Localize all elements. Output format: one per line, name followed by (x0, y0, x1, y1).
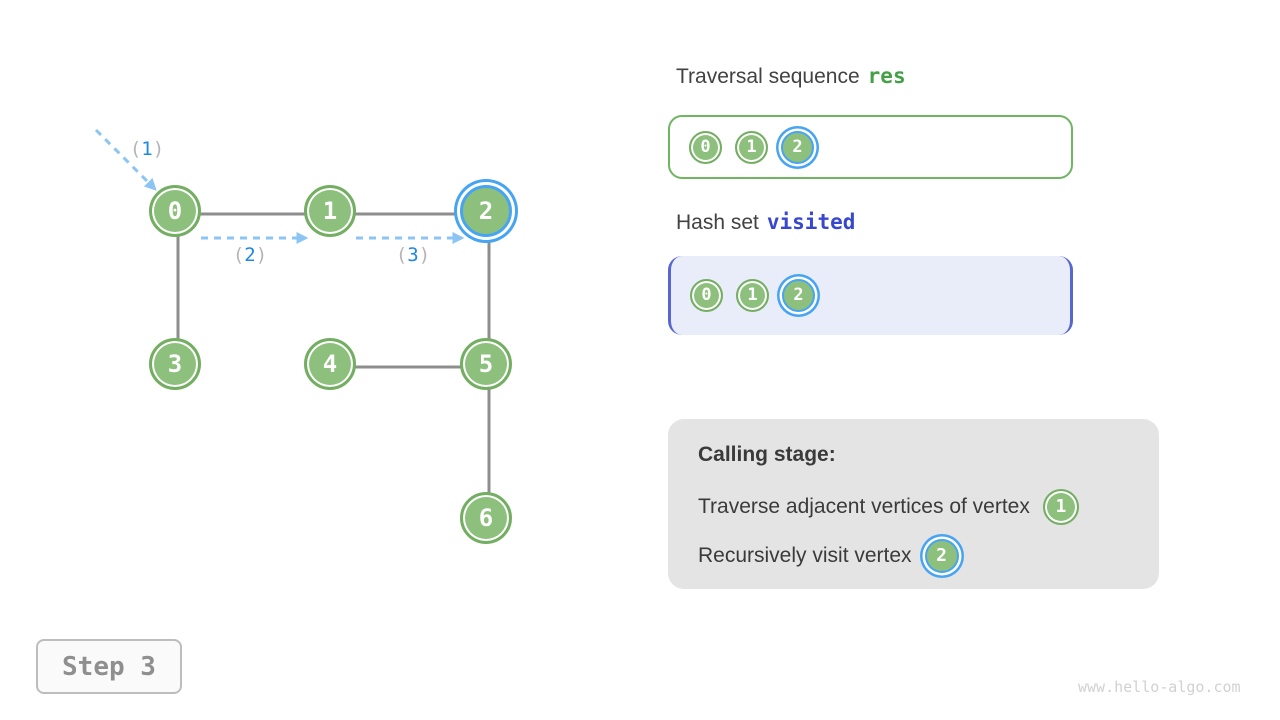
calling-stage-heading: Calling stage: (698, 443, 836, 466)
graph-node-6: 6 (460, 492, 512, 544)
res-item-1-label: 1 (746, 136, 757, 157)
graph-node-0-label: 0 (167, 197, 183, 225)
hash-set-title-text: Hash set (676, 211, 759, 234)
arrow-label-3: (3) (396, 244, 430, 266)
res-item-1: 1 (735, 130, 768, 164)
graph-node-4-label: 4 (322, 350, 338, 378)
arrow-label-1: (1) (130, 138, 164, 160)
graph-node-1-label: 1 (322, 197, 338, 225)
visited-item-1: 1 (736, 279, 769, 312)
graph-node-3-label: 3 (167, 350, 183, 378)
step-indicator-button[interactable]: Step 3 (36, 639, 182, 694)
graph-node-5-label: 5 (478, 350, 494, 378)
arrow-label-3-num: 3 (407, 244, 419, 266)
visited-item-0-label: 0 (701, 285, 712, 305)
arrow-label-2-num: 2 (244, 244, 256, 266)
visited-item-0: 0 (690, 279, 723, 312)
hash-set-title: Hash set visited (676, 210, 855, 235)
visited-item-1-label: 1 (747, 285, 758, 305)
graph-node-1: 1 (304, 185, 356, 237)
traversal-sequence-box: 0 1 2 (668, 115, 1073, 179)
graph-node-0: 0 (149, 185, 201, 237)
res-item-2-label: 2 (792, 136, 803, 157)
arrow-label-2: (2) (233, 244, 267, 266)
res-code-label: res (867, 64, 906, 88)
arrow-label-1-close: ) (152, 138, 165, 160)
calling-stage-line-1: Traverse adjacent vertices of vertex 1 (698, 485, 1129, 529)
calling-stage-line-1-text: Traverse adjacent vertices of vertex (698, 495, 1030, 518)
res-item-2-highlighted: 2 (781, 130, 814, 164)
arrow-label-1-open: ( (129, 138, 142, 160)
res-item-0-label: 0 (700, 136, 711, 157)
arrow-label-2-close: ) (255, 244, 268, 266)
calling-stage-box: Calling stage: Traverse adjacent vertice… (668, 419, 1159, 589)
visited-item-2-highlighted: 2 (782, 279, 815, 312)
graph-node-6-label: 6 (478, 504, 494, 532)
visited-code-label: visited (766, 210, 856, 234)
graph-node-5: 5 (460, 338, 512, 390)
graph-node-4: 4 (304, 338, 356, 390)
arrow-label-1-num: 1 (141, 138, 153, 160)
arrow-step-1 (94, 128, 157, 191)
calling-stage-line-1-node: 1 (1042, 489, 1079, 525)
traversal-arrows (94, 128, 465, 244)
traversal-sequence-title-text: Traversal sequence (676, 65, 860, 88)
watermark-text: www.hello-algo.com (1078, 678, 1241, 696)
graph-node-2-highlighted: 2 (460, 185, 512, 237)
calling-stage-line-2: Recursively visit vertex 2 (698, 533, 1129, 579)
calling-stage-line-2-node-label: 2 (936, 545, 947, 566)
graph-node-3: 3 (149, 338, 201, 390)
res-item-0: 0 (689, 130, 722, 164)
arrow-label-3-close: ) (418, 244, 431, 266)
graph-node-2-label: 2 (478, 197, 494, 225)
arrow-label-3-open: ( (395, 244, 408, 266)
calling-stage-line-2-text: Recursively visit vertex (698, 544, 912, 567)
traversal-sequence-title: Traversal sequence res (676, 64, 906, 89)
arrow-label-2-open: ( (232, 244, 245, 266)
hash-set-box: 0 1 2 (668, 256, 1073, 335)
calling-stage-line-1-node-label: 1 (1055, 496, 1067, 517)
calling-stage-line-2-node-highlighted: 2 (924, 539, 959, 573)
visited-item-2-label: 2 (793, 285, 804, 305)
